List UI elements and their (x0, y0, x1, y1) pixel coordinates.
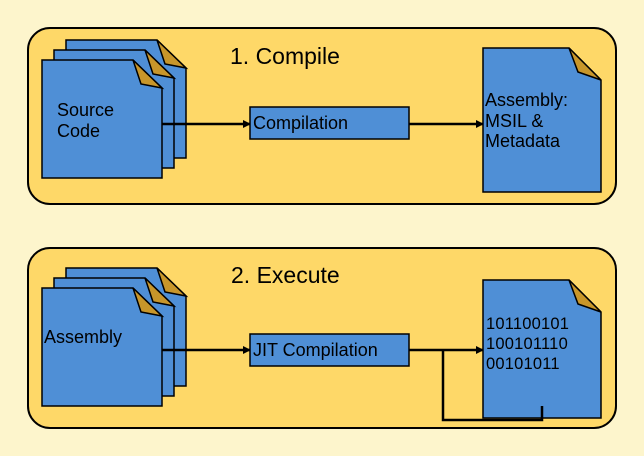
execution-loop-line (441, 350, 544, 422)
source-code-label: Source Code (57, 100, 115, 141)
source-code-document-stack (41, 39, 189, 179)
assembly-output-label: Assembly: MSIL & Metadata (485, 90, 569, 152)
assembly-document-stack (41, 267, 189, 407)
assembly-input-label: Assembly (44, 327, 123, 347)
document-front (41, 59, 165, 179)
jit-compilation-process-box (249, 333, 410, 367)
native-code-document (482, 279, 602, 419)
compile-panel (27, 27, 617, 205)
native-code-label: 101100101 100101110 00101011 (486, 315, 570, 374)
assembly-output-document (482, 47, 602, 193)
compilation-label: Compilation (253, 113, 349, 133)
execute-panel (27, 247, 617, 429)
document-front (41, 287, 165, 407)
compile-panel-title: 1. Compile (230, 43, 340, 69)
jit-compilation-label: JIT Compilation (253, 340, 378, 360)
execute-panel-title: 2. Execute (231, 262, 340, 288)
compilation-process-box (249, 106, 410, 140)
